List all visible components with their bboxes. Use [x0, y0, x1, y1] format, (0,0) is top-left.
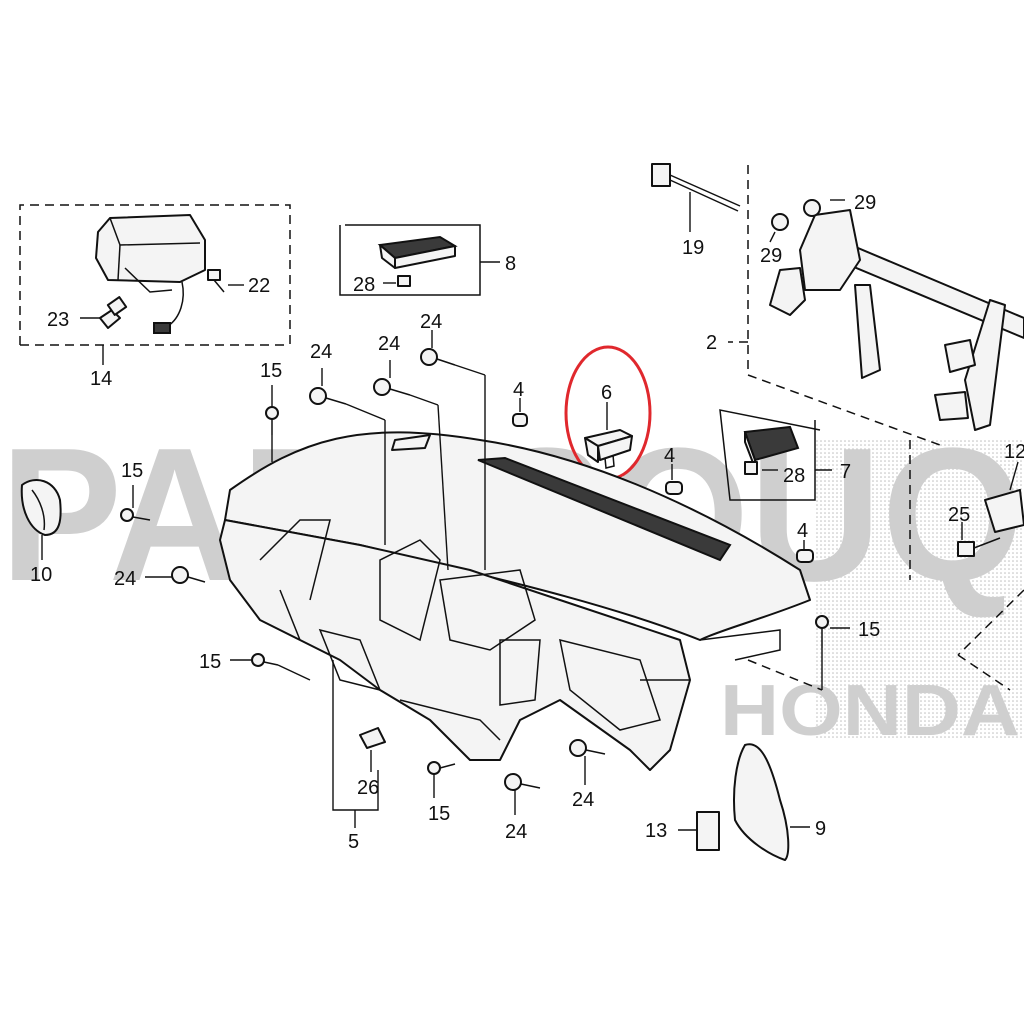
clip-icon [359, 727, 386, 772]
part-6-cap [584, 402, 633, 469]
bolt-icon [957, 537, 1001, 557]
screw-icon [120, 485, 151, 522]
lid-group [339, 224, 500, 296]
callout-24: 24 [505, 821, 527, 843]
bolt-icon [569, 739, 606, 785]
pad [678, 811, 720, 851]
callout-22: 22 [248, 275, 270, 297]
bolt-icon [373, 360, 449, 571]
bolt-icon [207, 269, 225, 293]
bolt-icon [99, 296, 128, 329]
callout-29: 29 [760, 245, 782, 267]
callout-23: 23 [47, 309, 69, 331]
airbag-group [19, 204, 291, 365]
callout-26: 26 [357, 777, 379, 799]
bolt-icon [309, 368, 386, 545]
side-panel [733, 743, 810, 861]
callout-28: 28 [353, 274, 375, 296]
callout-4: 4 [513, 379, 524, 401]
callout-4: 4 [797, 520, 808, 542]
callout-12: 12 [1004, 441, 1024, 463]
screw-icon [265, 385, 279, 462]
bolt-icon [504, 773, 541, 815]
screw-icon [230, 653, 311, 681]
callout-24: 24 [114, 568, 136, 590]
callout-15: 15 [260, 360, 282, 382]
callout-29: 29 [854, 192, 876, 214]
callout-5: 5 [348, 831, 359, 853]
callout-19: 19 [682, 237, 704, 259]
callout-15: 15 [121, 460, 143, 482]
callout-14: 14 [90, 368, 112, 390]
bolt-icon [145, 566, 206, 584]
callout-15: 15 [858, 619, 880, 641]
side-cover [20, 479, 62, 560]
steering-hanger-beam [651, 163, 1024, 446]
callout-15: 15 [199, 651, 221, 673]
callout-9: 9 [815, 818, 826, 840]
callout-7: 7 [840, 461, 851, 483]
clip-icon [665, 464, 683, 495]
bracket-group [957, 461, 1024, 691]
callout-13: 13 [645, 820, 667, 842]
callout-2: 2 [706, 332, 717, 354]
callout-4: 4 [664, 445, 675, 467]
clip-icon [796, 540, 814, 563]
callout-6: 6 [601, 382, 612, 404]
callout-24: 24 [420, 311, 442, 333]
callout-28: 28 [783, 465, 805, 487]
dotted-background [815, 440, 1024, 740]
bolt-icon [420, 330, 486, 570]
callout-10: 10 [30, 564, 52, 586]
small-lid-group [719, 409, 832, 501]
screw-icon [427, 761, 456, 798]
clip-icon [512, 398, 528, 427]
callout-24: 24 [378, 333, 400, 355]
callout-15: 15 [428, 803, 450, 825]
watermark-maker: HONDA [720, 671, 1020, 751]
callout-24: 24 [310, 341, 332, 363]
callout-8: 8 [505, 253, 516, 275]
screw-icon [815, 615, 850, 690]
dashboard-panel [219, 431, 811, 771]
callout-25: 25 [948, 504, 970, 526]
callout-24: 24 [572, 789, 594, 811]
